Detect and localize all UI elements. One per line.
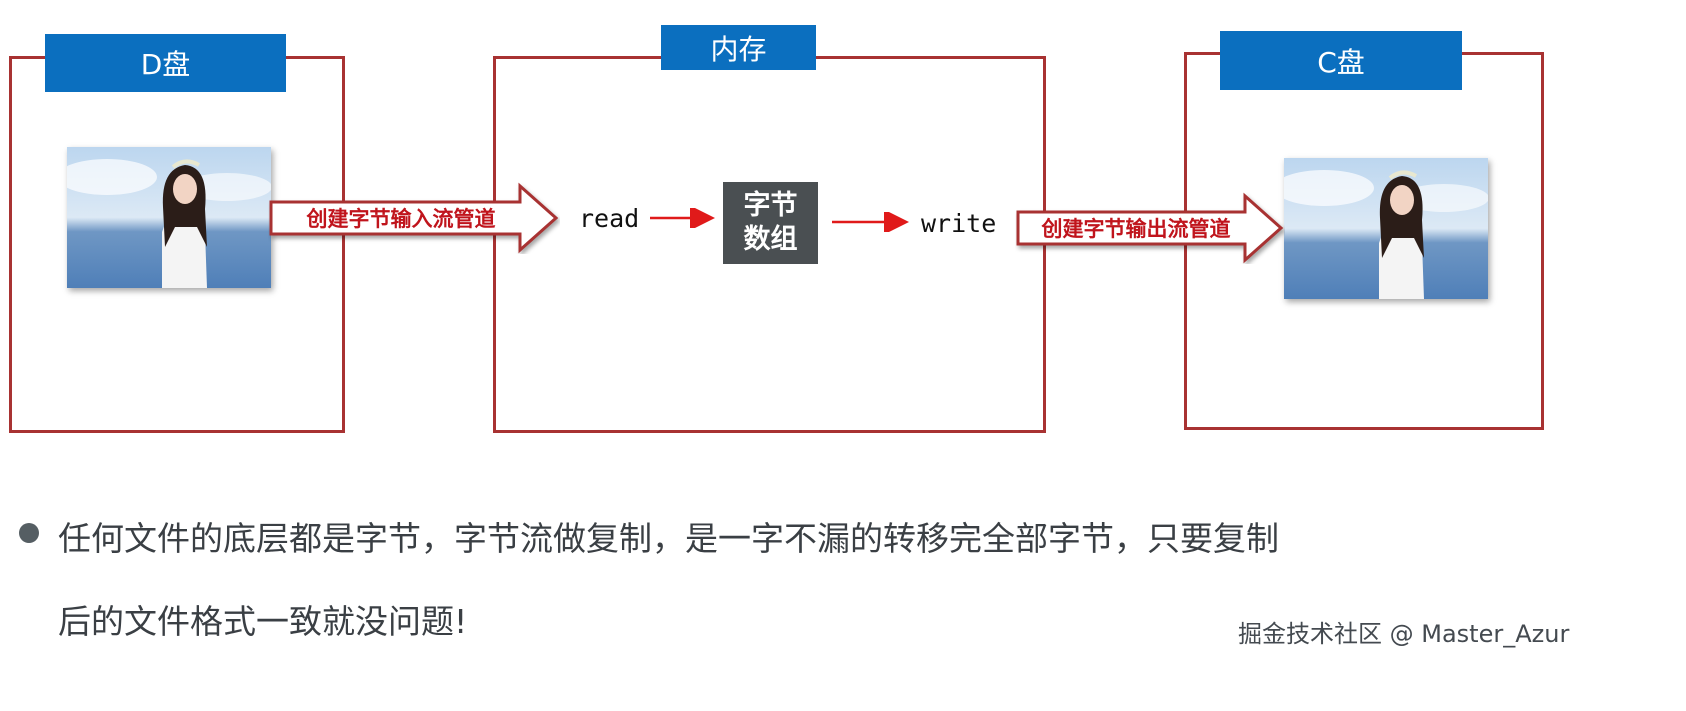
array-to-write-arrow [832,212,909,232]
output-stream-arrow [1016,192,1284,264]
d-drive-photo [67,147,271,288]
watermark: 掘金技术社区 @ Master_Azur [1238,620,1570,648]
d-drive-title: D盘 [45,34,286,92]
read-label: read [579,204,640,233]
c-drive-title: C盘 [1220,31,1462,90]
memory-title: 内存 [661,25,816,70]
bullet-line-1: 任何文件的底层都是字节，字节流做复制，是一字不漏的转移完全部字节，只要复制 [58,519,1279,558]
input-stream-arrow [269,182,559,254]
output-stream-label: 创建字节输出流管道 [1041,217,1231,241]
byte-array-line1: 字节 [743,190,798,221]
byte-array-box: 字节 数组 [723,182,818,264]
read-to-array-arrow [650,208,715,228]
c-drive-photo [1284,158,1488,299]
input-stream-label: 创建字节输入流管道 [306,207,496,231]
bullet-dot [19,523,39,543]
byte-array-line2: 数组 [743,224,798,255]
write-label: write [921,209,997,238]
bullet-line-2: 后的文件格式一致就没问题! [58,602,468,641]
